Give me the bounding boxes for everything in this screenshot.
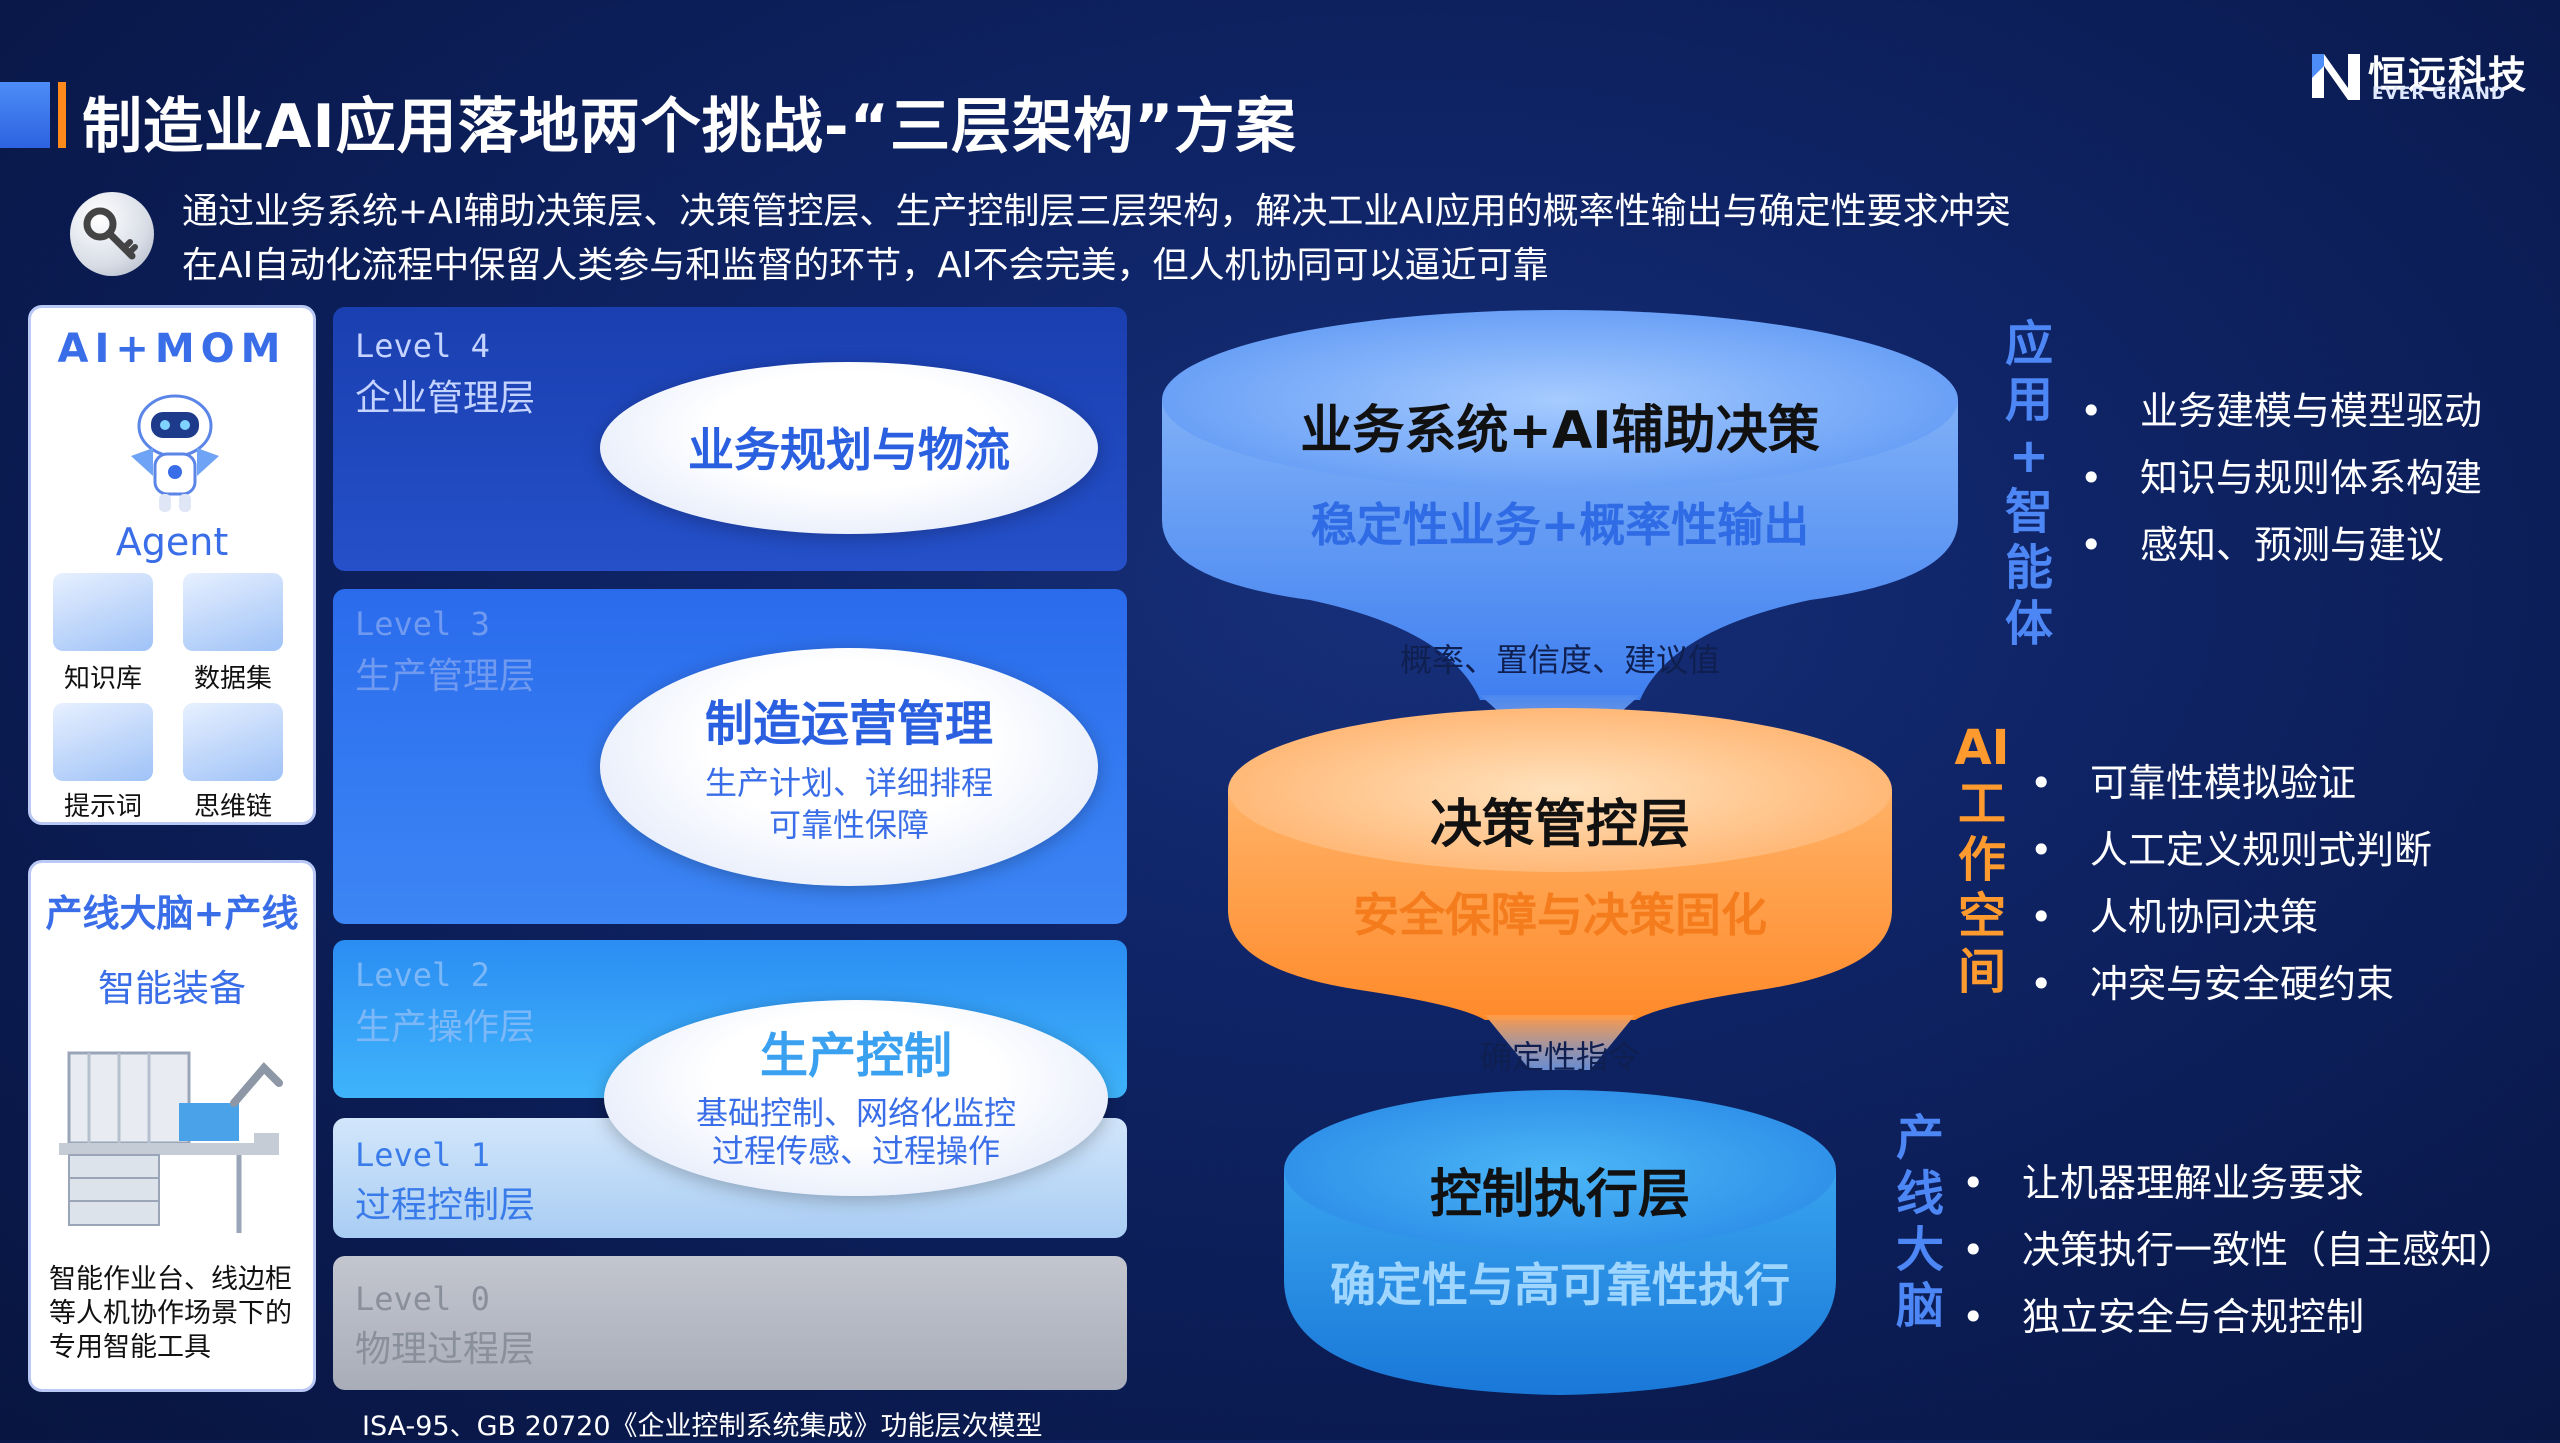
ellipse-mom: 制造运营管理 生产计划、详细排程 可靠性保障 bbox=[600, 648, 1098, 886]
list-item: •业务建模与模型驱动 bbox=[2080, 389, 2483, 433]
level-0-name: 物理过程层 bbox=[355, 1329, 536, 1370]
g2-char-5: 间 bbox=[1957, 944, 2006, 1000]
g1-char-4: 智 bbox=[2004, 484, 2053, 540]
top-layer-sub: 稳定性业务+概率性输出 bbox=[1310, 498, 1810, 552]
list-item: •决策执行一致性（自主感知） bbox=[1962, 1228, 2517, 1272]
level-4-name: 企业管理层 bbox=[355, 378, 536, 419]
mid-funnel-neck bbox=[1485, 1015, 1635, 1070]
g3-char-3: 大 bbox=[1895, 1222, 1944, 1278]
ellipse-l3-sub1: 生产计划、详细排程 bbox=[704, 764, 993, 802]
g1-char-1: 应 bbox=[2004, 316, 2053, 372]
right-group-1-list: •业务建模与模型驱动 •知识与规则体系构建 •感知、预测与建议 bbox=[2080, 380, 2550, 580]
g1-char-2: 用 bbox=[2004, 372, 2053, 428]
level-0-code: Level 0 bbox=[355, 1280, 490, 1318]
right-group-1-label: 应 用 + 智 能 体 bbox=[1998, 316, 2060, 652]
tile-label-knowledge: 知识库 bbox=[63, 664, 142, 694]
logo-text-en: EVER GRAND bbox=[2372, 84, 2506, 104]
right-group-2-label: AI 工 作 空 间 bbox=[1946, 720, 2018, 1000]
smart-workbench-image bbox=[59, 1051, 283, 1233]
bottom-layer-cap bbox=[1284, 1090, 1836, 1250]
ellipse-business-planning: 业务规划与物流 bbox=[600, 362, 1098, 534]
logo-mark-icon bbox=[2312, 54, 2360, 100]
robot-agent-icon bbox=[131, 394, 219, 512]
right-group-3-list: •让机器理解业务要求 •决策执行一致性（自主感知） •独立安全与合规控制 bbox=[1962, 1152, 2552, 1352]
line-panel-desc: 智能作业台、线边柜等人机协作场景下的专用智能工具 bbox=[49, 1264, 292, 1363]
connector-2-text: 确定性指令 bbox=[1479, 1038, 1640, 1076]
ellipse-l2-title: 生产控制 bbox=[759, 1028, 952, 1084]
list-item: •人工定义规则式判断 bbox=[2030, 828, 2433, 872]
level-4-code: Level 4 bbox=[355, 327, 490, 365]
level-3-code: Level 3 bbox=[355, 605, 490, 643]
g2-char-1: AI bbox=[1954, 720, 2010, 776]
connector-1-text: 概率、置信度、建议值 bbox=[1399, 641, 1720, 679]
top-layer-cap bbox=[1162, 310, 1958, 490]
bottom-layer-title: 控制执行层 bbox=[1429, 1165, 1690, 1225]
g3-char-4: 脑 bbox=[1895, 1278, 1944, 1334]
level-2-name: 生产操作层 bbox=[355, 1007, 536, 1048]
tile-label-prompt: 提示词 bbox=[63, 792, 142, 822]
key-icon bbox=[70, 192, 154, 276]
ellipse-l2-sub1: 基础控制、网络化监控 bbox=[695, 1094, 1016, 1132]
aimom-title: AI+MOM bbox=[57, 326, 287, 372]
bottom-layer-sub: 确定性与高可靠性执行 bbox=[1330, 1258, 1790, 1312]
chain-of-thought-icon bbox=[183, 703, 283, 781]
g1-char-5: 能 bbox=[2004, 540, 2053, 596]
right-group-3-label: 产 线 大 脑 bbox=[1888, 1110, 1952, 1334]
right-group-2-list: •可靠性模拟验证 •人工定义规则式判断 •人机协同决策 •冲突与安全硬约束 bbox=[2030, 752, 2550, 1012]
g2-char-4: 空 bbox=[1957, 888, 2006, 944]
intro-line-2: 在AI自动化流程中保留人类参与和监督的环节，AI不会完美，但人机协同可以逼近可靠 bbox=[182, 245, 1549, 286]
dataset-icon bbox=[183, 573, 283, 651]
list-item: •冲突与安全硬约束 bbox=[2030, 962, 2395, 1006]
page-title: 制造业AI应用落地两个挑战-“三层架构”方案 bbox=[82, 92, 1297, 162]
mid-layer-title: 决策管控层 bbox=[1429, 795, 1690, 855]
intro-line-1: 通过业务系统+AI辅助决策层、决策管控层、生产控制层三层架构，解决工业AI应用的… bbox=[182, 191, 2011, 232]
architecture-diagram bbox=[1162, 310, 1958, 1395]
top-layer-labels: 业务系统+AI辅助决策 稳定性业务+概率性输出 bbox=[1160, 388, 1960, 555]
agent-label: Agent bbox=[115, 520, 229, 564]
knowledge-base-icon bbox=[53, 573, 153, 651]
g2-char-2: 工 bbox=[1957, 776, 2006, 832]
tile-label-dataset: 数据集 bbox=[193, 664, 272, 694]
g1-char-6: 体 bbox=[2004, 596, 2053, 652]
g3-char-2: 线 bbox=[1895, 1166, 1944, 1222]
ellipse-l3-title: 制造运营管理 bbox=[704, 696, 993, 752]
model-caption: ISA-95、GB 20720《企业控制系统集成》功能层次模型 bbox=[362, 1411, 1043, 1442]
company-logo: 恒远科技 EVER GRAND bbox=[2310, 44, 2540, 106]
list-item: •可靠性模拟验证 bbox=[2030, 761, 2357, 805]
level-1-name: 过程控制层 bbox=[355, 1185, 536, 1226]
tile-label-cot: 思维链 bbox=[193, 792, 272, 822]
list-item: •感知、预测与建议 bbox=[2080, 523, 2445, 567]
list-item: •独立安全与合规控制 bbox=[1962, 1295, 2365, 1339]
g2-char-3: 作 bbox=[1957, 832, 2006, 888]
level-2-code: Level 2 bbox=[355, 956, 490, 994]
prompt-icon bbox=[53, 703, 153, 781]
g1-char-3: + bbox=[2008, 428, 2050, 484]
bottom-layer-labels: 控制执行层 确定性与高可靠性执行 bbox=[1284, 1152, 1836, 1315]
title-accent-stripe bbox=[58, 82, 66, 148]
mid-layer-sub: 安全保障与决策固化 bbox=[1353, 888, 1767, 942]
level-1-code: Level 1 bbox=[355, 1136, 490, 1174]
list-item: •人机协同决策 bbox=[2030, 895, 2319, 939]
level-3-name: 生产管理层 bbox=[355, 656, 536, 697]
title-accent-bar bbox=[0, 82, 50, 148]
aimom-panel: AI+MOM Agent 知识库 数据集 提示词 思维链 bbox=[28, 305, 316, 825]
list-item: •让机器理解业务要求 bbox=[1962, 1161, 2365, 1205]
line-panel-subtitle: 智能装备 bbox=[98, 967, 246, 1010]
ellipse-l2-sub2: 过程传感、过程操作 bbox=[711, 1132, 1000, 1170]
mid-layer-cap bbox=[1228, 708, 1892, 872]
ellipse-l3-sub2: 可靠性保障 bbox=[768, 806, 929, 844]
logo-text-cn: 恒远科技 bbox=[2368, 53, 2529, 97]
level-0-box: Level 0 物理过程层 bbox=[333, 1256, 1127, 1390]
line-panel-title: 产线大脑+产线 bbox=[45, 892, 299, 935]
key-glyph-icon bbox=[83, 207, 138, 260]
list-item: •知识与规则体系构建 bbox=[2080, 456, 2483, 500]
g3-char-1: 产 bbox=[1895, 1110, 1944, 1166]
top-layer-title: 业务系统+AI辅助决策 bbox=[1300, 401, 1820, 461]
ellipse-l4-title: 业务规划与物流 bbox=[688, 423, 1010, 477]
ellipse-production-control: 生产控制 基础控制、网络化监控 过程传感、过程操作 bbox=[604, 1000, 1108, 1196]
mid-layer-labels: 决策管控层 安全保障与决策固化 bbox=[1228, 782, 1892, 945]
line-panel: 产线大脑+产线 智能装备 智能作业台、线边柜等人机协作场景下的专用智能工具 bbox=[28, 860, 316, 1392]
